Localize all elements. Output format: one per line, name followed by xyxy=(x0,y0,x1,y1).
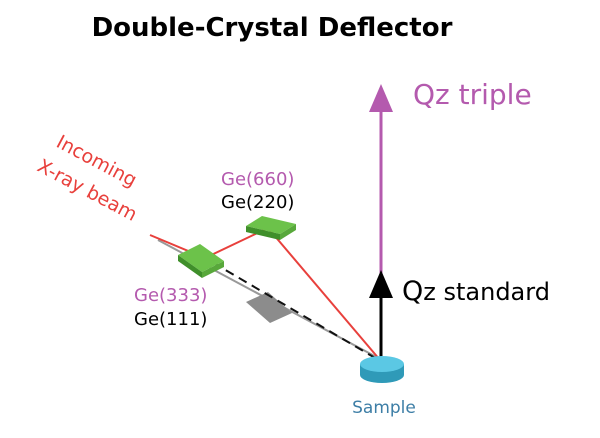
sample-disc xyxy=(360,356,404,383)
qz-standard-label: Qz standard xyxy=(402,276,550,307)
dashed-reference-line xyxy=(199,254,383,363)
sample-label: Sample xyxy=(352,398,416,418)
crystal1-label-bottom: Ge(111) xyxy=(134,309,207,330)
crystal1-block xyxy=(178,244,224,278)
crystal2-block xyxy=(246,216,296,240)
qz-triple-label: Qz triple xyxy=(413,78,532,111)
qz-standard-label-rest: z standard xyxy=(423,278,550,306)
diagram-title: Double-Crystal Deflector xyxy=(92,13,453,43)
crystal1-label-top: Ge(333) xyxy=(134,285,207,306)
beam-crystal2-to-sample xyxy=(267,227,381,361)
qz-triple-arrowhead-icon xyxy=(369,84,393,112)
crystal2-label-bottom: Ge(220) xyxy=(221,192,294,213)
qz-standard-arrowhead-icon xyxy=(369,270,393,298)
crystal2-label-top: Ge(660) xyxy=(221,169,294,190)
gray-crystal-block xyxy=(246,292,292,323)
qz-standard-label-q: Q xyxy=(402,276,423,307)
